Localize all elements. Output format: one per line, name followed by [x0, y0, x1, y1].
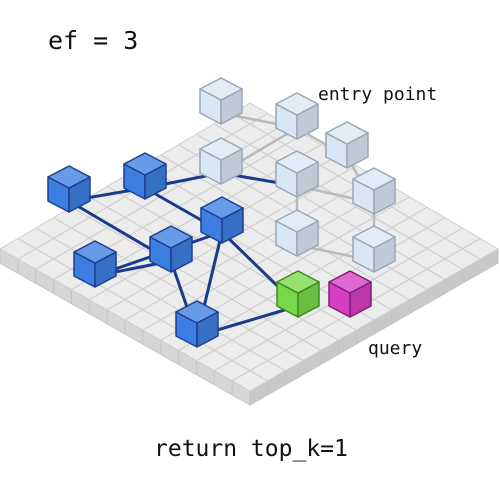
- cube-top-face: [73, 240, 117, 264]
- grid-line: [71, 206, 322, 351]
- cube-top-face: [275, 92, 319, 116]
- node-b2-visited-cube: [123, 152, 167, 200]
- cube-top-face: [149, 225, 193, 249]
- node-b3-visited-cube: [73, 240, 117, 288]
- cube-top-face: [276, 270, 320, 294]
- cube-top-face: [200, 196, 244, 220]
- cube-top-face: [352, 167, 396, 191]
- node-entry-unvisited-cube: [275, 92, 319, 140]
- query-label: query: [368, 338, 423, 359]
- cube-top-face: [325, 121, 369, 145]
- cube-top-face: [199, 77, 243, 101]
- graph-nodes: [47, 77, 396, 348]
- cube-top-face: [275, 150, 319, 174]
- cube-top-face: [328, 270, 372, 294]
- return-top-k-label: return top_k=1: [154, 436, 348, 462]
- node-b6-visited-cube: [175, 300, 219, 348]
- grid-line: [196, 217, 446, 362]
- cube-top-face: [123, 152, 167, 176]
- cube-top-face: [352, 225, 396, 249]
- node-b4-visited-cube: [149, 225, 193, 273]
- cube-top-face: [47, 165, 91, 189]
- node-u4-unvisited-cube: [199, 137, 243, 185]
- node-u5-unvisited-cube: [275, 150, 319, 198]
- node-u1-unvisited-cube: [199, 77, 243, 125]
- cube-top-face: [199, 137, 243, 161]
- node-result-result-cube: [276, 270, 320, 318]
- node-query-query-cube: [328, 270, 372, 318]
- node-u8-unvisited-cube: [352, 225, 396, 273]
- node-u7-unvisited-cube: [275, 209, 319, 257]
- node-b5-visited-cube: [200, 196, 244, 244]
- entry-point-label: entry point: [318, 84, 438, 105]
- node-b1-visited-cube: [47, 165, 91, 213]
- grid-line: [142, 185, 393, 331]
- node-u6-unvisited-cube: [352, 167, 396, 215]
- ef-parameter-label: ef = 3: [48, 26, 139, 55]
- cube-top-face: [175, 300, 219, 324]
- cube-top-face: [275, 209, 319, 233]
- grid-line: [17, 238, 269, 382]
- node-u3-unvisited-cube: [325, 121, 369, 169]
